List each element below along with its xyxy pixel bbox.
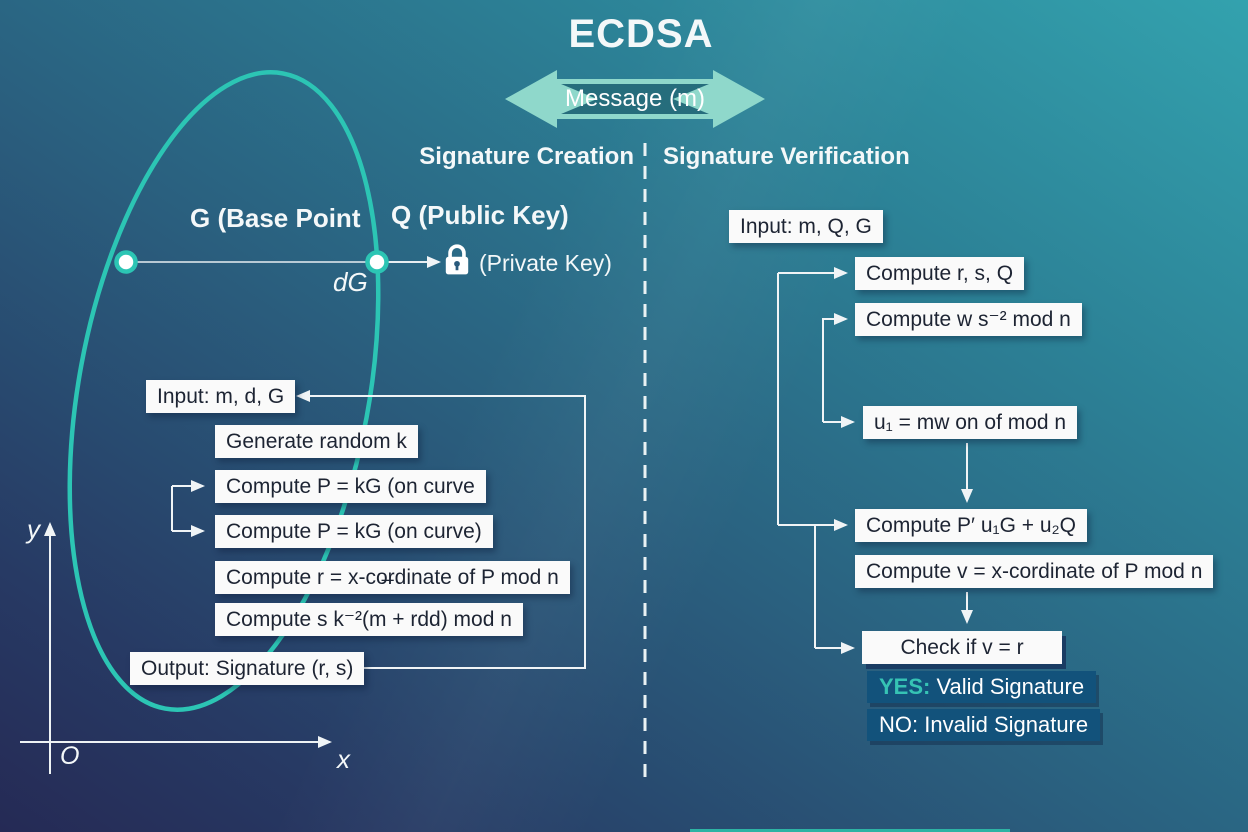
yes-prefix: YES: — [879, 674, 931, 699]
verification-input-box: Input: m, Q, G — [729, 210, 883, 243]
no-result-box: NO: Invalid Signature — [867, 709, 1101, 741]
verification-header: Signature Verification — [663, 143, 910, 170]
xy-axes — [20, 522, 332, 774]
creation-step-box: Generate random k — [215, 425, 418, 458]
creation-header: Signature Creation — [419, 143, 634, 170]
page-title: ECDSA — [568, 12, 714, 56]
base-point-label: G (Base Point — [190, 203, 361, 233]
verification-step-box: u₁ = mw on of mod n — [863, 406, 1078, 439]
public-key-marker — [365, 250, 389, 274]
origin-label: O — [60, 742, 80, 770]
base-point-marker — [114, 250, 138, 274]
message-banner-arrow — [505, 70, 765, 128]
creation-step-box: Compute s k⁻²(m + rdd) mod n — [215, 603, 523, 636]
verification-step-box: Compute r, s, Q — [855, 257, 1025, 290]
x-axis-label: x — [337, 744, 350, 774]
lock-icon — [444, 244, 470, 281]
creation-step-box: Compute P = kG (on curve) — [215, 515, 493, 548]
creation-step-box: Compute r = x-co̶rdinate of P mod n — [215, 561, 570, 594]
bottom-teal-strip — [690, 829, 1010, 832]
creation-step-box: Compute P = kG (on curve — [215, 470, 486, 503]
no-text: Invalid Signature — [918, 712, 1089, 737]
message-banner-label: Message (m) — [564, 85, 706, 112]
creation-input-box: Input: m, d, G — [146, 380, 296, 413]
yes-text: Valid Signature — [930, 674, 1085, 699]
creation-output-box: Output: Signature (r, s) — [130, 652, 365, 685]
y-axis-label: y — [27, 514, 40, 544]
no-prefix: NO: — [879, 712, 919, 737]
verification-step-box: Compute P′ u₁G + u₂Q — [855, 509, 1088, 542]
elliptic-curve — [67, 70, 381, 712]
check-box: Check if v = r — [862, 631, 1062, 664]
private-key-label: (Private Key) — [479, 250, 612, 276]
creation-bracket-connector — [171, 480, 205, 537]
creation-feedback-connector — [296, 390, 586, 674]
dg-label: dG — [333, 267, 368, 297]
verification-connectors — [777, 267, 973, 654]
yes-result-box: YES: Valid Signature — [867, 671, 1097, 703]
public-key-label: Q (Public Key) — [391, 200, 569, 230]
verification-step-box: Compute v = x-cordinate of P mod n — [855, 555, 1214, 588]
verification-step-box: Compute w s⁻² mod n — [855, 303, 1082, 336]
